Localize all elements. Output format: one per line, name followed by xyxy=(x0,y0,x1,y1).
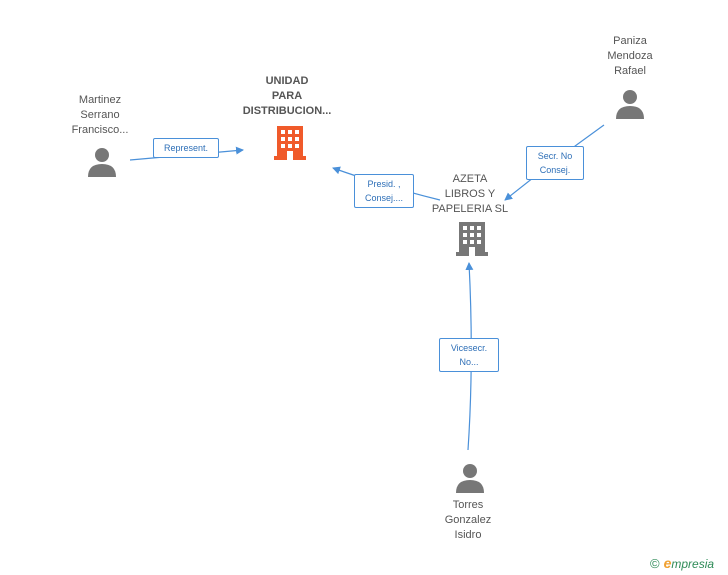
edge-label-secr[interactable]: Secr. No Consej. xyxy=(526,146,584,180)
brand-name: mpresia xyxy=(671,557,715,571)
node-label-paniza[interactable]: Paniza Mendoza Rafael xyxy=(590,34,670,79)
paniza-line-1: Paniza xyxy=(613,35,647,47)
torres-line-2: Gonzalez xyxy=(444,514,492,526)
secr-line-2: Consej. xyxy=(539,165,571,175)
building-icon[interactable] xyxy=(274,126,306,160)
node-label-torres[interactable]: Torres Gonzalez Isidro xyxy=(428,498,508,543)
secr-line-1: Secr. No xyxy=(537,151,573,161)
copyright-symbol: © xyxy=(650,556,660,571)
edge-label-represent[interactable]: Represent. xyxy=(153,138,219,158)
person-icon[interactable] xyxy=(455,463,485,493)
presid-line-1: Presid. , xyxy=(367,179,401,189)
node-label-unidad[interactable]: UNIDAD PARA DISTRIBUCION... xyxy=(227,74,347,119)
represent-line-1: Represent. xyxy=(163,143,209,153)
azeta-line-2: LIBROS Y xyxy=(444,188,496,200)
martinez-line-3: Francisco... xyxy=(71,124,129,136)
paniza-line-3: Rafael xyxy=(614,65,646,77)
edge-label-vicesecr[interactable]: Vicesecr. No... xyxy=(439,338,499,372)
unidad-line-1: UNIDAD xyxy=(265,75,309,87)
building-icon[interactable] xyxy=(456,222,488,256)
torres-line-1: Torres xyxy=(452,499,484,511)
unidad-line-3: DISTRIBUCION... xyxy=(242,105,332,117)
person-icon[interactable] xyxy=(87,147,117,177)
node-label-azeta[interactable]: AZETA LIBROS Y PAPELERIA SL xyxy=(418,172,522,217)
person-icon[interactable] xyxy=(615,89,645,119)
unidad-line-2: PARA xyxy=(271,90,303,102)
vicesecr-line-2: No... xyxy=(459,357,479,367)
empresia-brand[interactable]: ©empresia xyxy=(650,555,714,571)
vicesecr-line-1: Vicesecr. xyxy=(450,343,488,353)
brand-initial: e xyxy=(663,555,672,571)
edge-label-presid[interactable]: Presid. , Consej.... xyxy=(354,174,414,208)
azeta-line-1: AZETA xyxy=(452,173,488,185)
torres-line-3: Isidro xyxy=(454,529,482,541)
martinez-line-2: Serrano xyxy=(80,109,120,121)
azeta-line-3: PAPELERIA SL xyxy=(431,203,509,215)
martinez-line-1: Martinez xyxy=(78,94,122,106)
presid-line-2: Consej.... xyxy=(364,193,404,203)
node-label-martinez[interactable]: Martinez Serrano Francisco... xyxy=(55,93,145,138)
paniza-line-2: Mendoza xyxy=(607,50,653,62)
